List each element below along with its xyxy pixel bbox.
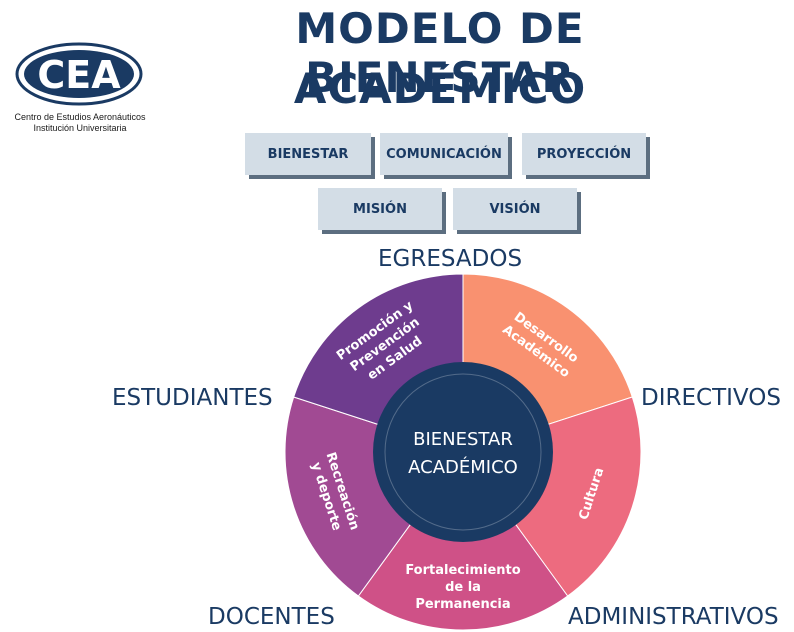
stakeholder-administrativos: ADMINISTRATIVOS	[568, 604, 779, 630]
page-title-line1: MODELO DE BIENESTAR	[295, 4, 585, 102]
tab-proyeccion[interactable]: PROYECCIÓN	[522, 133, 646, 175]
stakeholder-directivos: DIRECTIVOS	[641, 385, 781, 411]
logo-line2: Institución Universitaria	[33, 123, 127, 133]
page-title-line2: ACADÉMICO	[293, 64, 587, 113]
tab-mision[interactable]: MISIÓN	[318, 188, 442, 230]
wheel-center	[373, 362, 553, 542]
tab-bienestar[interactable]: BIENESTAR	[245, 133, 371, 175]
wheel-center-label-1: BIENESTAR	[413, 429, 513, 450]
logo-mark: CEA	[37, 53, 121, 97]
stakeholder-docentes: DOCENTES	[208, 604, 335, 630]
logo-line1: Centro de Estudios Aeronáuticos	[14, 112, 146, 122]
tab-comunicacion[interactable]: COMUNICACIÓN	[380, 133, 508, 175]
stakeholder-egresados: EGRESADOS	[378, 246, 523, 272]
stakeholder-estudiantes: ESTUDIANTES	[112, 385, 273, 411]
tab-vision[interactable]: VISIÓN	[453, 188, 577, 230]
wheel-center-label-2: ACADÉMICO	[408, 456, 518, 478]
